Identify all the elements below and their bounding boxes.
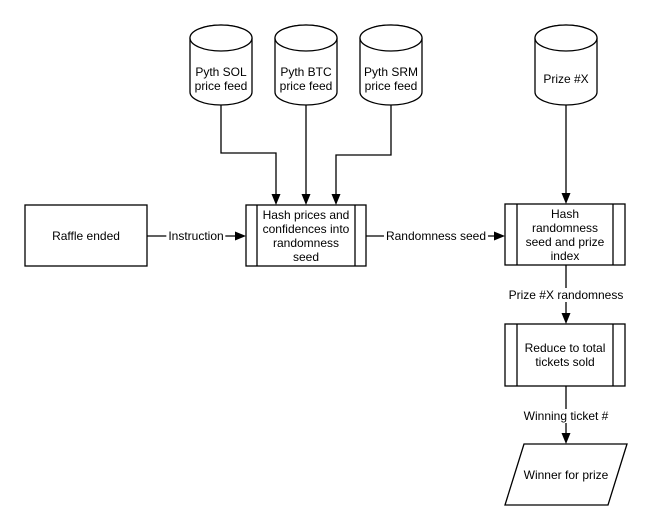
edge-srm-to-hash (331, 104, 392, 205)
pyth-srm-cylinder (359, 24, 423, 106)
reduce-tickets-box (504, 323, 626, 387)
prize-cylinder (534, 24, 598, 106)
edge-winning-ticket (561, 386, 571, 444)
raffle-ended-box (24, 204, 148, 267)
edge-prize-to-hash (561, 104, 571, 204)
edge-btc-to-hash (301, 104, 311, 205)
pyth-sol-cylinder (189, 24, 253, 106)
winner-parallelogram (504, 443, 628, 506)
edge-sol-to-hash (220, 104, 281, 205)
hash-prices-box (245, 204, 367, 267)
edge-randomness-seed (366, 231, 505, 241)
edge-instruction (147, 231, 246, 241)
hash-randomness-box (504, 203, 626, 266)
edge-prize-randomness (561, 265, 571, 324)
pyth-btc-cylinder (274, 24, 338, 106)
